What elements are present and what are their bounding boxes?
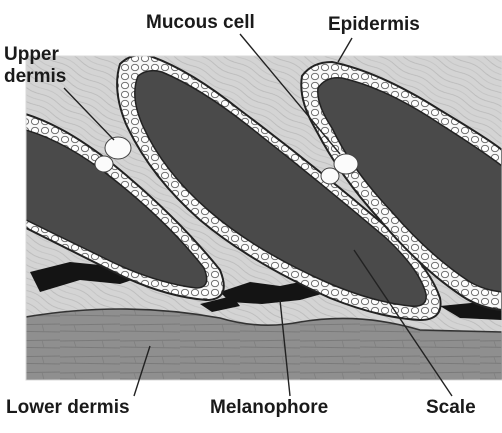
label-lower-dermis: Lower dermis (6, 397, 130, 419)
label-epidermis: Epidermis (328, 14, 420, 36)
label-melanophore: Melanophore (210, 397, 328, 419)
label-upper-dermis: Upper dermis (4, 44, 66, 88)
label-mucous-cell: Mucous cell (146, 12, 255, 34)
label-scale: Scale (426, 397, 476, 419)
